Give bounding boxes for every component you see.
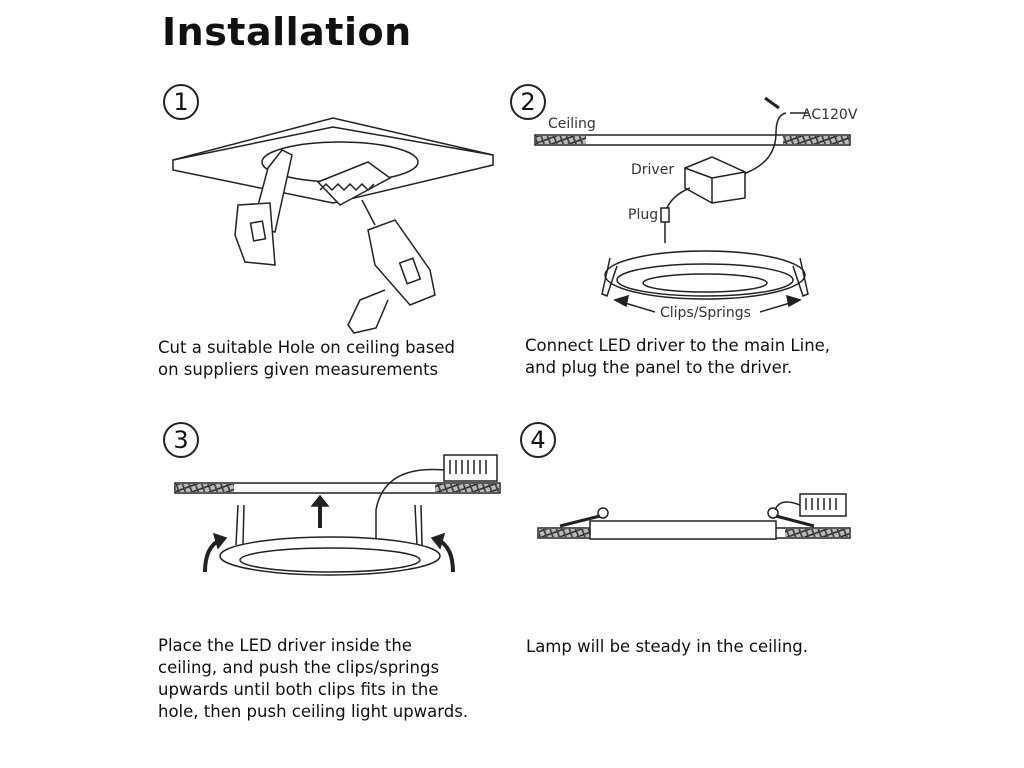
caption-line: Connect LED driver to the main Line, xyxy=(525,336,831,355)
label-ceiling: Ceiling xyxy=(548,116,596,132)
caption-line: Lamp will be steady in the ceiling. xyxy=(526,637,809,656)
step3-insertion-illustration xyxy=(174,454,501,576)
step4-installed-illustration xyxy=(537,493,851,540)
step-number-1: 1 xyxy=(163,84,199,120)
step-number-2: 2 xyxy=(510,84,546,120)
step-number-3: 3 xyxy=(163,422,199,458)
label-power: AC120V xyxy=(802,107,858,123)
label-clips: Clips/Springs xyxy=(660,305,751,321)
label-driver: Driver xyxy=(631,162,675,178)
caption-line: and plug the panel to the driver. xyxy=(525,358,793,377)
label-plug: Plug xyxy=(628,207,659,223)
step1-caption: Cut a suitable Hole on ceiling based on … xyxy=(158,337,455,381)
step1-ceiling-cut-illustration xyxy=(172,117,494,334)
caption-line: on suppliers given measurements xyxy=(158,360,439,379)
step3-caption: Place the LED driver inside the ceiling,… xyxy=(158,635,468,723)
caption-line: ceiling, and push the clips/springs xyxy=(158,658,440,677)
step4-caption: Lamp will be steady in the ceiling. xyxy=(526,636,808,658)
caption-line: Cut a suitable Hole on ceiling based xyxy=(158,338,455,357)
caption-line: hole, then push ceiling light upwards. xyxy=(158,702,469,721)
saw-icon xyxy=(234,149,293,266)
caption-line: Place the LED driver inside the xyxy=(158,636,412,655)
caption-line: upwards until both clips fits in the xyxy=(158,680,439,699)
step-number-4: 4 xyxy=(520,422,556,458)
page-title: Installation xyxy=(162,10,412,54)
step2-wiring-illustration xyxy=(534,96,851,313)
drill-icon xyxy=(316,161,436,334)
step2-caption: Connect LED driver to the main Line, and… xyxy=(525,335,830,379)
